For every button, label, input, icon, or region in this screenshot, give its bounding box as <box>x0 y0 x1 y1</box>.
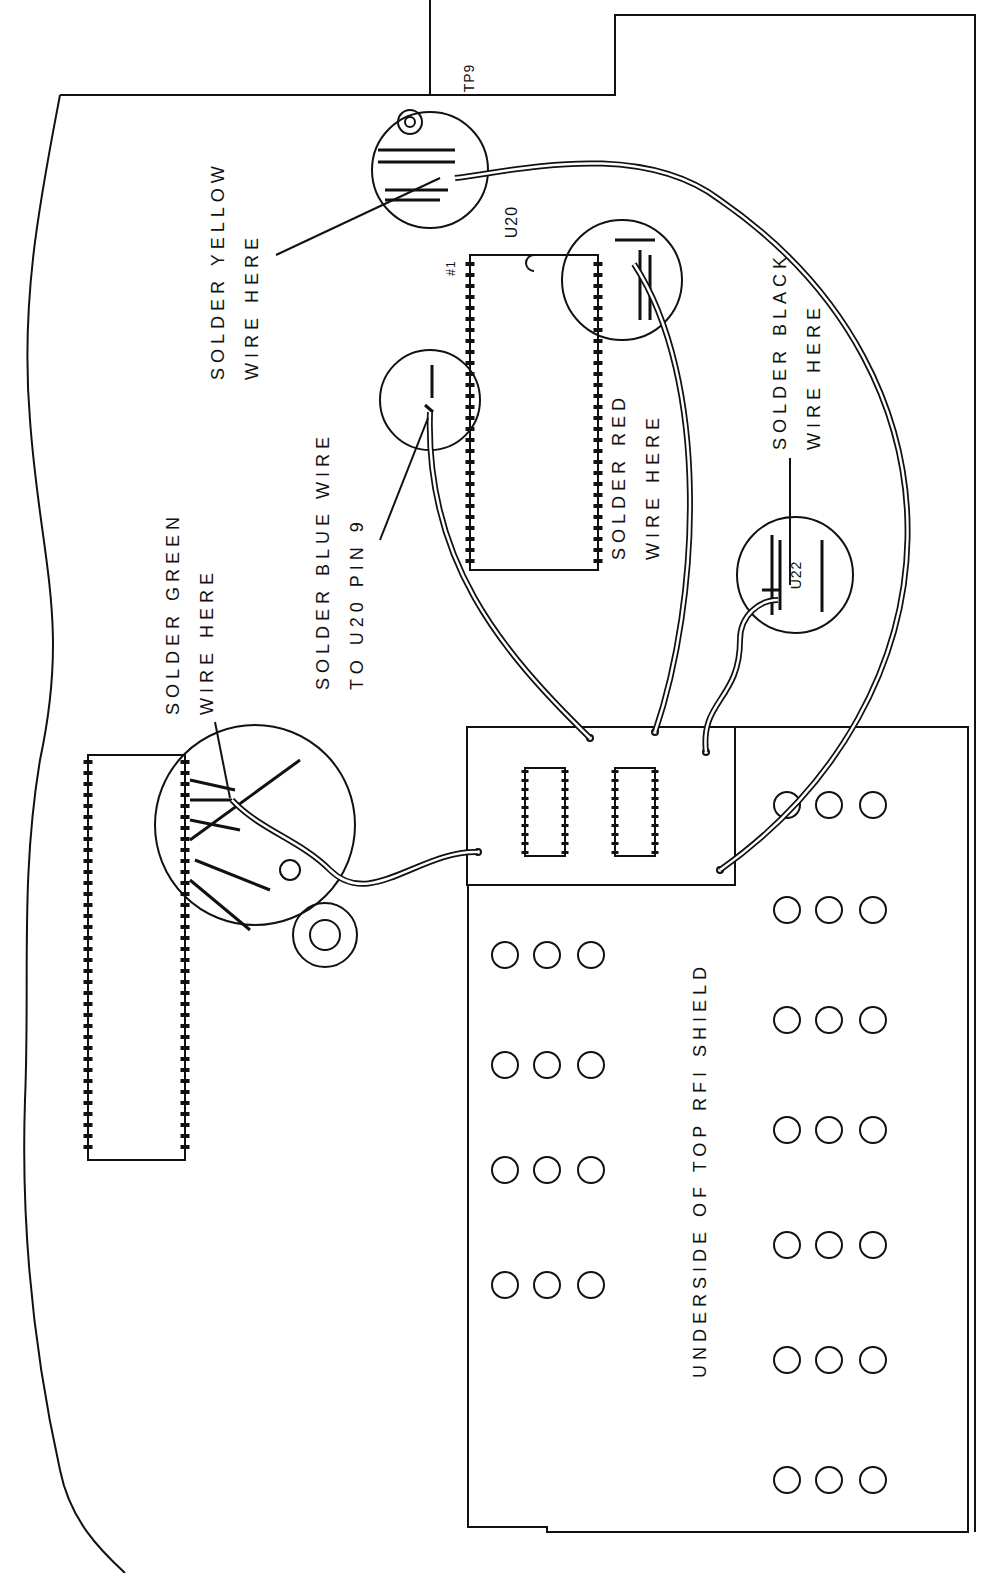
part-label: #1 <box>445 260 458 275</box>
callout-note: SOLDER YELLOW WIRE HERE <box>201 120 269 380</box>
shield-region: UNDERSIDE OF TOP RFI SHIELD <box>468 727 968 1532</box>
leader-lines <box>215 178 790 798</box>
rfi-shield <box>468 727 968 1532</box>
part-label: U22 <box>789 561 804 590</box>
pcb-traces <box>190 150 822 930</box>
dip-chip <box>88 755 185 1160</box>
addon-chips <box>475 729 723 873</box>
board-outline <box>24 0 975 1573</box>
part-label: U20 <box>503 206 521 238</box>
callout-note: SOLDER BLUE WIRE TO U20 PIN 9 <box>306 390 374 690</box>
u20-chip <box>470 255 598 570</box>
addon-board <box>467 727 735 885</box>
magnifier-circles <box>155 110 853 967</box>
callout-note: SOLDER BLACK WIRE HERE <box>763 210 831 450</box>
shield-holes <box>492 792 886 1493</box>
callout-note: SOLDER GREEN WIRE HERE <box>156 465 224 715</box>
part-label: TP9 <box>462 64 477 93</box>
callout-note: SOLDER RED WIRE HERE <box>602 360 670 560</box>
wires <box>232 163 908 883</box>
shield-title: UNDERSIDE OF TOP RFI SHIELD <box>683 962 717 1378</box>
